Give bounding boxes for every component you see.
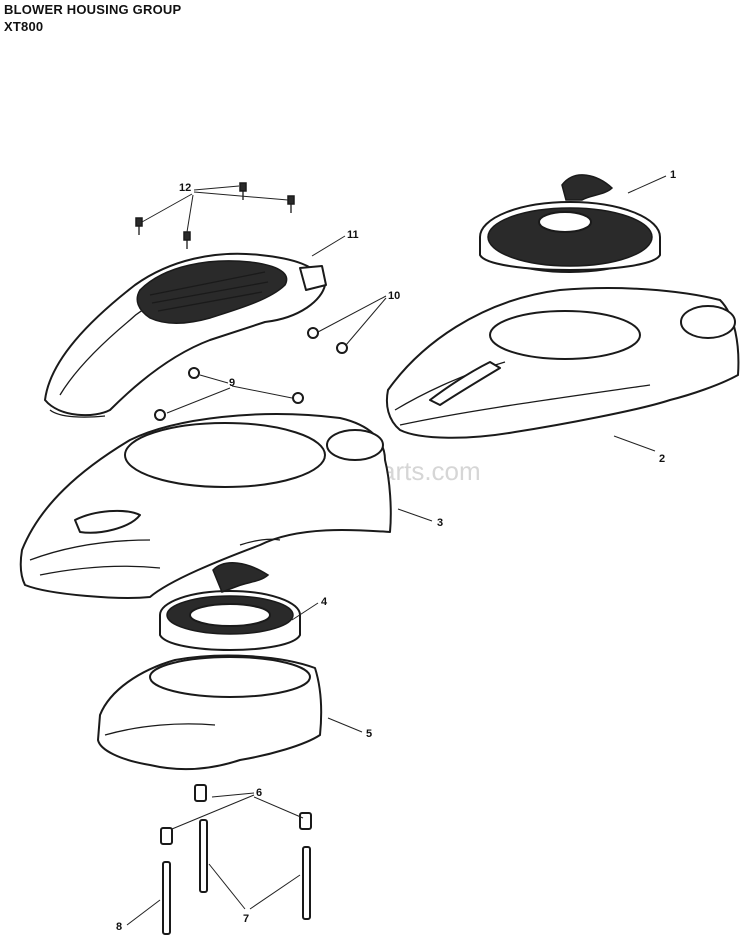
callout-10: 10 (388, 290, 400, 302)
model-number: XT800 (4, 19, 44, 34)
callout-3: 3 (437, 517, 443, 529)
callout-2: 2 (659, 453, 665, 465)
callout-12: 12 (179, 182, 191, 194)
part-6-spacers[interactable] (160, 784, 312, 845)
part-4-starter[interactable] (159, 562, 301, 651)
callout-9: 9 (229, 377, 235, 389)
callout-6: 6 (256, 787, 262, 799)
part-8-stud[interactable] (162, 861, 171, 935)
callout-5: 5 (366, 728, 372, 740)
part-11-cover[interactable] (44, 252, 327, 418)
callout-4: 4 (321, 596, 328, 608)
callout-1: 1 (670, 169, 676, 181)
callout-11: 11 (347, 229, 359, 241)
part-12-screws[interactable] (135, 182, 295, 249)
leader-lines (126, 175, 667, 926)
diagram-title: BLOWER HOUSING GROUP (4, 2, 182, 17)
part-5-housing[interactable] (97, 654, 323, 771)
part-3-housing[interactable] (19, 413, 392, 599)
part-1-starter[interactable] (479, 174, 661, 273)
part-7-studs[interactable] (199, 819, 311, 920)
part-2-housing[interactable] (385, 287, 740, 439)
callout-8: 8 (116, 921, 122, 933)
part-9-nuts[interactable] (154, 367, 304, 421)
part-10-nuts[interactable] (307, 327, 348, 354)
callout-7: 7 (243, 913, 249, 925)
